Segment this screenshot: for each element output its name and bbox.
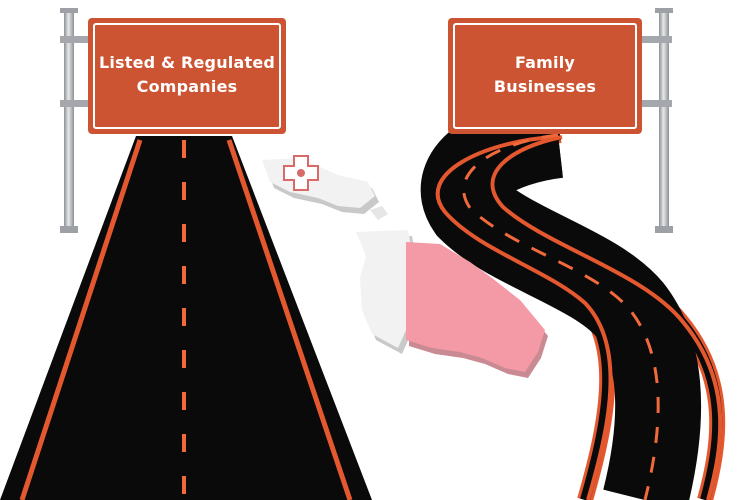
right-sign-pole — [640, 8, 673, 233]
left-sign-label: Listed & Regulated Companies — [92, 22, 282, 128]
right-sign-label: Family Businesses — [452, 22, 638, 128]
right-sign-board — [448, 18, 642, 134]
left-sign-board — [88, 18, 286, 134]
straight-road — [0, 136, 372, 500]
winding-road — [420, 92, 726, 500]
left-sign-line-1: Listed & Regulated — [98, 53, 276, 72]
right-sign-line-2: Businesses — [493, 77, 597, 96]
left-sign-pole — [60, 8, 92, 233]
george-cross-icon — [283, 155, 319, 191]
left-sign-line-2: Companies — [136, 77, 238, 96]
winding-road-lane-dashes — [462, 133, 660, 500]
right-sign-line-1: Family — [514, 53, 576, 72]
